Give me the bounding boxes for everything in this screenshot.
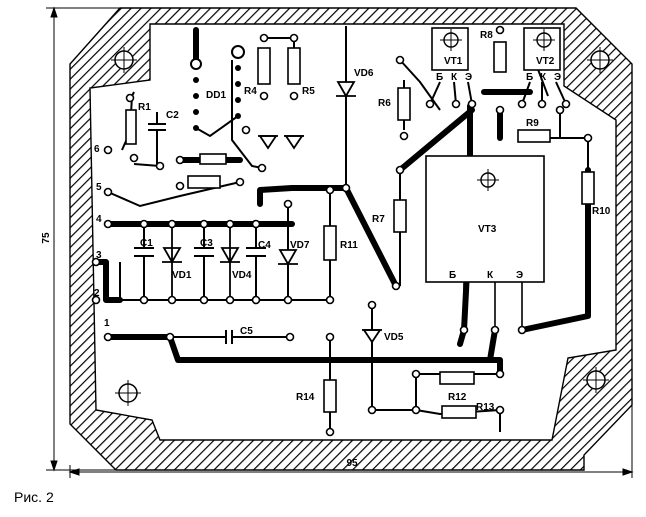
resistor-r9 — [517, 129, 551, 143]
resistor-r1 — [125, 109, 137, 145]
label-r1: R1 — [138, 102, 151, 113]
vt2-pin-emitter: Э — [554, 72, 561, 83]
transistor-vt2 — [521, 27, 567, 105]
capacitor-plates — [134, 112, 290, 344]
terminal-1-label: 1 — [104, 318, 110, 329]
diode-vd4 — [220, 224, 240, 300]
resistor-r7 — [393, 199, 407, 233]
terminal-5-label: 5 — [96, 182, 102, 193]
terminal-6-label: 6 — [94, 144, 100, 155]
label-r12: R12 — [448, 392, 467, 403]
resistor-r14 — [323, 379, 337, 413]
resistor-r10 — [581, 171, 595, 205]
diode-vd6 — [336, 81, 356, 98]
mounting-hole-bottom-left — [115, 380, 141, 406]
label-r5: R5 — [302, 86, 315, 97]
solder-pads — [91, 25, 593, 437]
dimension-width-label: 95 — [346, 458, 358, 469]
labels: 6 5 4 3 2 1 R1 C2 DD1 R4 R5 VD6 R6 R7 R8… — [94, 30, 611, 413]
figure-caption: Рис. 2 — [14, 489, 54, 505]
mounting-hole-bottom-right — [583, 367, 609, 393]
label-c4: C4 — [258, 240, 271, 251]
capacitor-c5 — [170, 330, 290, 344]
label-r14: R14 — [296, 392, 315, 403]
label-c3: C3 — [200, 238, 213, 249]
label-r4: R4 — [244, 86, 257, 97]
label-vd1: VD1 — [172, 270, 192, 281]
label-r9: R9 — [526, 118, 539, 129]
vt3-pin-base: Б — [449, 270, 456, 281]
capacitor-c3 — [194, 224, 214, 300]
dimension-height-label: 75 — [41, 232, 52, 244]
vt1-pin-emitter: Э — [465, 72, 472, 83]
resistor-small — [199, 153, 227, 165]
resistor-r4 — [257, 47, 271, 85]
label-r8: R8 — [480, 30, 493, 41]
enclosure-wall — [69, 7, 633, 471]
resistor-r12 — [439, 371, 475, 385]
terminal-4-label: 4 — [96, 214, 102, 225]
terminal-3-label: 3 — [96, 250, 102, 261]
capacitor-c2 — [148, 112, 166, 164]
resistor-r11 — [323, 225, 337, 261]
vt2-pin-collector: К — [540, 72, 547, 83]
label-c2: C2 — [166, 110, 179, 121]
transistor-vt3 — [425, 155, 545, 330]
label-vd5: VD5 — [384, 332, 404, 343]
diode-vd1 — [162, 224, 182, 300]
terminal-2-label: 2 — [94, 288, 100, 299]
diode-vd5 — [362, 329, 382, 344]
enclosure — [69, 7, 633, 471]
label-dd1: DD1 — [206, 90, 226, 101]
vt3-pin-emitter: Э — [516, 270, 523, 281]
resistor-r6 — [397, 87, 411, 121]
diode-vd7 — [278, 249, 298, 266]
mounting-hole-top-left — [111, 47, 137, 73]
label-c5: C5 — [240, 326, 253, 337]
dimension-lines — [46, 6, 634, 478]
label-vt1: VT1 — [444, 56, 463, 67]
label-r6: R6 — [378, 98, 391, 109]
diode-symbols — [162, 81, 382, 344]
resistor-r5 — [287, 47, 301, 85]
label-r13: R13 — [476, 402, 495, 413]
resistor-on-bus — [187, 175, 221, 189]
vt1-pin-collector: К — [451, 72, 458, 83]
resistor-r13 — [441, 405, 477, 419]
label-c1: C1 — [140, 238, 153, 249]
vt1-pin-base: Б — [436, 72, 443, 83]
resistor-r8 — [493, 41, 507, 73]
chip-dd1 — [190, 45, 245, 138]
label-r10: R10 — [592, 206, 611, 217]
capacitor-c4 — [246, 224, 266, 300]
vt2-pin-base: Б — [526, 72, 533, 83]
label-vt3: VT3 — [478, 224, 497, 235]
mounting-hole-top-right — [587, 47, 613, 73]
label-vd7: VD7 — [290, 240, 310, 251]
label-r7: R7 — [372, 214, 385, 225]
resistor-bodies — [125, 41, 595, 419]
label-vd4: VD4 — [232, 270, 252, 281]
label-vd6: VD6 — [354, 68, 374, 79]
capacitor-c1 — [134, 224, 154, 300]
diode-small-1 — [258, 135, 278, 150]
vt3-pin-collector: К — [487, 270, 494, 281]
label-r11: R11 — [340, 240, 358, 251]
label-vt2: VT2 — [536, 56, 555, 67]
diode-small-2 — [284, 135, 304, 150]
